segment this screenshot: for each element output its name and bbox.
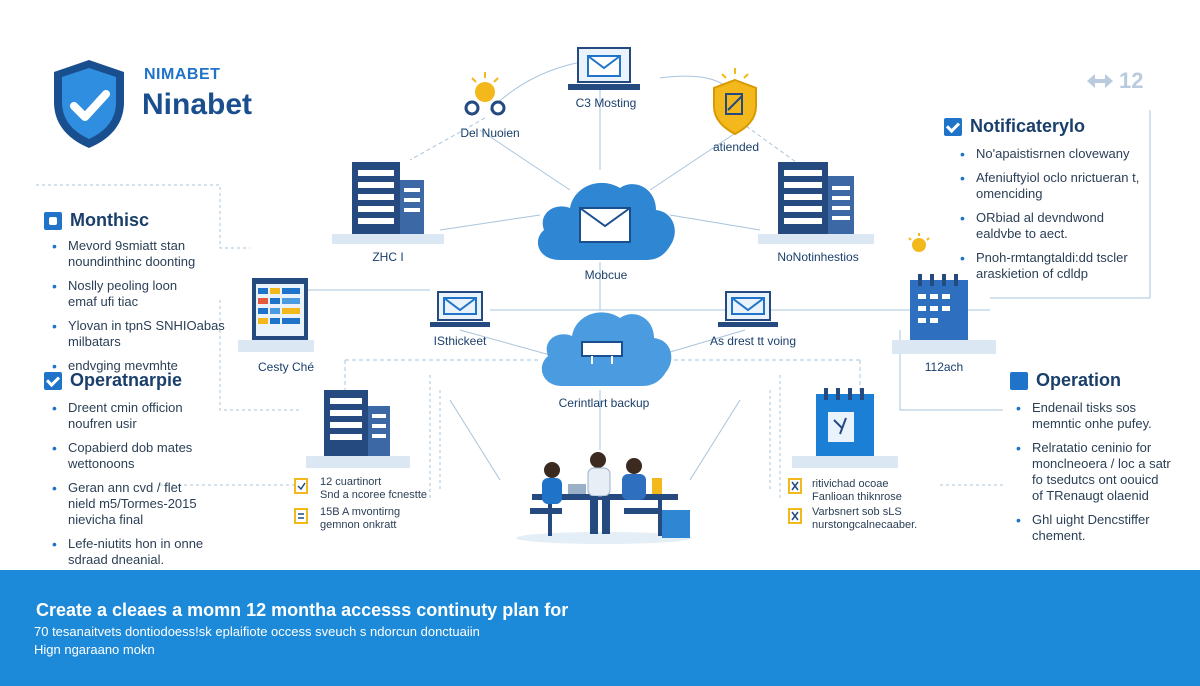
list-item: No'apaistisrnen clovewany — [956, 146, 1156, 162]
cloud-top-label: Mobcue — [584, 268, 628, 282]
right-calendar-label: 112ach — [924, 360, 964, 374]
list-item: Endenail tisks sos memntic onhe pufey. — [1012, 400, 1192, 432]
cloud-top-node — [530, 170, 680, 266]
right-calendar-node — [890, 266, 998, 358]
section-operatnarpie-header: Operatnarpie — [44, 370, 182, 391]
doc-right-1-text: ritivichad ocoae Fanlioan thiknrose — [812, 478, 902, 503]
section-monthisc-header: Monthisc — [44, 210, 149, 231]
document-icon — [788, 478, 802, 494]
list-item: Mevord 9smiatt stan noundinthinc doontin… — [48, 238, 228, 270]
section-operatnarpie-list: Dreent cmin officion noufren usir Copabi… — [48, 400, 238, 576]
document-icon — [294, 478, 308, 494]
doc-right-2-text: Varbsnert sob sLS nurstongcalnecaaber. — [812, 506, 918, 531]
bottom-right-calendar-node — [790, 384, 900, 472]
doc-left-2-text: 15B A mvontirng gemnon onkratt — [320, 506, 401, 531]
laptop-mail-icon — [430, 291, 490, 327]
square-icon — [1010, 371, 1028, 390]
section-operation-title: Operation — [1036, 370, 1122, 390]
document-icon — [788, 508, 802, 524]
section-notificaterylo-header: Notificaterylo — [944, 116, 1085, 137]
left-building-node — [330, 158, 446, 250]
list-item: ORbiad al devndwond ealdvbe to aect. — [956, 210, 1156, 242]
square-icon — [44, 211, 62, 230]
server-building-icon — [306, 390, 410, 468]
lightbulb-people-icon — [464, 72, 506, 116]
footer-line-2: Hign ngaraano mokn — [34, 642, 155, 657]
section-operation-list: Endenail tisks sos memntic onhe pufey. R… — [1012, 400, 1192, 552]
mail-right-label: As drest tt voing — [709, 334, 797, 348]
section-monthisc-title: Monthisc — [70, 210, 149, 230]
list-item: Afeniuftyiol oclo nrictueran t, omencidi… — [956, 170, 1156, 202]
badge-label: atiended — [712, 140, 760, 154]
sun-icon — [906, 232, 932, 258]
checkbox-icon — [944, 117, 962, 136]
left-building-label: ZHC I — [372, 250, 404, 264]
list-item: Geran ann cvd / flet nield m5/Tormes-201… — [48, 480, 238, 528]
footer-title: Create a cleaes a momn 12 montha accesss… — [36, 600, 569, 620]
counter-value: 12 — [1119, 68, 1144, 93]
left-calendar-label: Cesty Ché — [257, 360, 315, 374]
section-monthisc-list: Mevord 9smiatt stan noundinthinc doontin… — [48, 238, 228, 382]
people-label: Del Nuoien — [460, 126, 520, 140]
server-building-icon — [332, 162, 444, 244]
calendar-document-icon — [792, 388, 898, 468]
list-item: endvging mevmhte — [48, 358, 228, 374]
badge-node — [704, 66, 766, 138]
section-notificaterylo-list: No'apaistisrnen clovewany Afeniuftyiol o… — [956, 146, 1156, 290]
list-item: Ghl uight Dencstiffer chement. — [1012, 512, 1192, 544]
calendar-icon — [892, 274, 996, 354]
list-item: Dreent cmin officion noufren usir — [48, 400, 238, 432]
list-item: Ylovan in tpnS SNHIOabas milbatars — [48, 318, 228, 350]
people-node — [462, 70, 508, 120]
mail-left-label: ISthickeet — [433, 334, 487, 348]
checkbox-icon — [44, 371, 62, 390]
brand-small: NIMABET — [144, 66, 221, 83]
bottom-left-building-node — [304, 384, 412, 472]
cloud-center-label: Cerintlart backup — [558, 396, 650, 410]
cloud-mail-icon — [537, 182, 675, 260]
top-email-label: C3 Mosting — [575, 96, 637, 110]
mail-right-node — [716, 290, 780, 330]
list-item: Lefe-niutits hon in onne sdraad dneanial… — [48, 536, 238, 568]
doc-left-1-text: 12 cuartinort Snd a ncoree fcnestte — [320, 476, 428, 501]
page-counter: 12 — [1085, 68, 1143, 94]
list-item: Copabierd dob mates wettonoons — [48, 440, 238, 472]
shield-logo-icon — [48, 56, 130, 152]
list-item: Relratatio ceninio for monclneoera / loc… — [1012, 440, 1192, 504]
laptop-mail-icon — [568, 47, 640, 90]
mail-left-node — [428, 290, 492, 330]
team-meeting-illustration — [512, 448, 696, 544]
top-email-node — [566, 46, 642, 96]
list-item: Noslly peoling loon emaf ufi tiac — [48, 278, 228, 310]
laptop-mail-icon — [718, 291, 778, 327]
footer-line-1: 70 tesanaitvets dontiodoess!sk eplaifiot… — [34, 624, 480, 639]
server-building-icon — [758, 162, 874, 244]
section-operatnarpie-title: Operatnarpie — [70, 370, 183, 390]
section-notificaterylo-title: Notificaterylo — [970, 116, 1086, 136]
arrows-icon — [1087, 74, 1113, 88]
document-icon — [294, 508, 308, 524]
cloud-backup-icon — [541, 312, 672, 386]
footer-band: Create a cleaes a momn 12 montha accesss… — [0, 570, 1200, 686]
spreadsheet-icon — [238, 278, 314, 352]
shield-badge-icon — [713, 68, 757, 136]
list-item: Pnoh-rmtangtaldi:dd tscler araskietion o… — [956, 250, 1156, 282]
left-calendar-node — [236, 274, 316, 358]
cloud-center-node — [534, 300, 674, 392]
right-building-node — [756, 158, 876, 250]
right-building-label: NoNotinhestios — [777, 250, 859, 264]
brand-name: Ninabet — [142, 88, 253, 121]
section-operation-header: Operation — [1010, 370, 1121, 391]
